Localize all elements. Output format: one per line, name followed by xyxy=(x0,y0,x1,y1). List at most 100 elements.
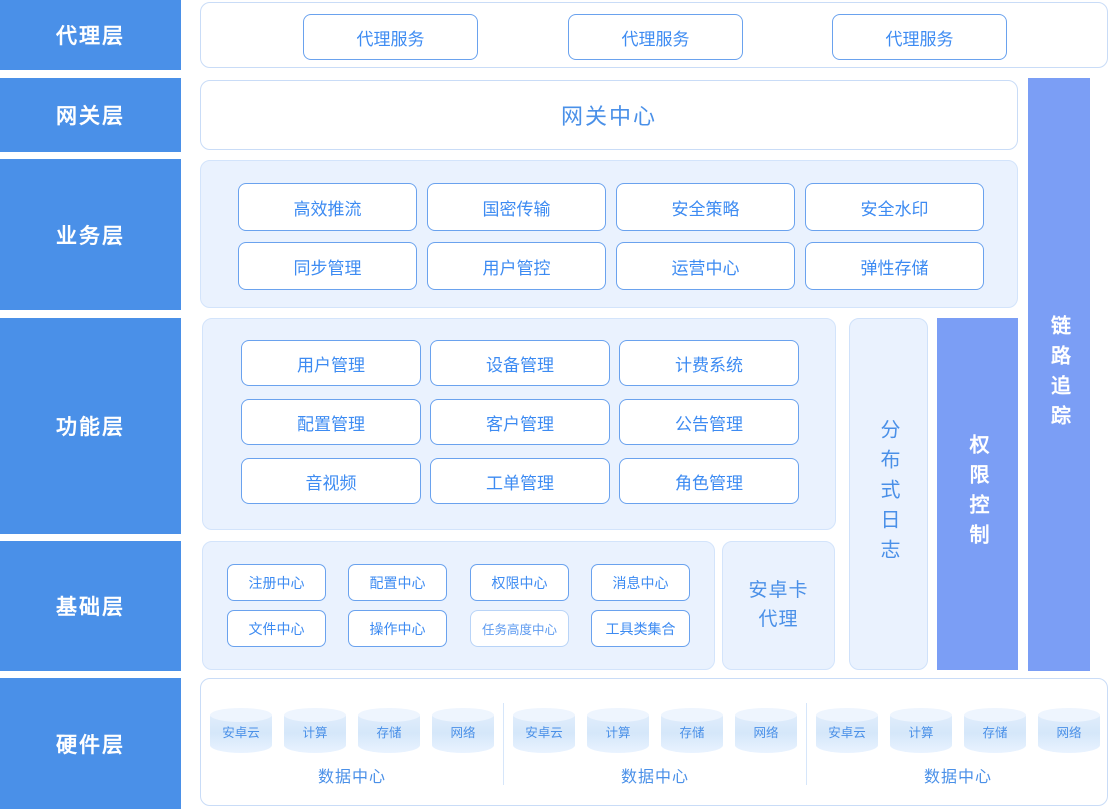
base-item-6-label: 操作中心 xyxy=(369,620,426,637)
layer-label-base: 基础层 xyxy=(0,541,181,671)
function-item-9[interactable]: 角色管理 xyxy=(619,458,799,504)
base-item-4[interactable]: 消息中心 xyxy=(591,564,690,601)
agent-service-1[interactable]: 代理服务 xyxy=(303,14,478,60)
base-item-5[interactable]: 文件中心 xyxy=(227,610,326,647)
dc2-node-4-label: 网络 xyxy=(753,725,779,740)
business-item-1-label: 高效推流 xyxy=(293,199,362,219)
layer-label-gateway-text: 网关层 xyxy=(56,105,125,128)
dc1-node-2-label: 计算 xyxy=(302,725,328,740)
base-item-8-label: 工具类集合 xyxy=(605,620,676,637)
agent-service-3[interactable]: 代理服务 xyxy=(832,14,1007,60)
business-item-5-label: 同步管理 xyxy=(293,258,362,278)
dc3-node-compute: 计算 xyxy=(890,708,952,753)
permission-control-label: 权限控制 xyxy=(966,434,988,554)
link-tracing-column: 链路追踪 xyxy=(1028,78,1090,671)
function-item-7-label: 音视频 xyxy=(305,473,357,493)
layer-label-base-text: 基础层 xyxy=(56,596,125,619)
function-item-9-label: 角色管理 xyxy=(675,473,743,493)
dc1-node-3-label: 存储 xyxy=(376,725,402,740)
dc1-node-android-cloud: 安卓云 xyxy=(210,708,272,753)
function-layer-panel: 用户管理 设备管理 计费系统 配置管理 客户管理 公告管理 音视频 工单管理 角… xyxy=(202,318,836,530)
business-item-2[interactable]: 国密传输 xyxy=(427,183,606,231)
layer-label-function: 功能层 xyxy=(0,318,181,534)
layer-label-gateway: 网关层 xyxy=(0,78,181,152)
data-center-group-3: 安卓云 计算 存储 网络 数据中心 xyxy=(807,679,1109,805)
dc3-node-3-label: 存储 xyxy=(982,725,1008,740)
data-center-3-name: 数据中心 xyxy=(923,769,992,786)
distributed-log-column: 分布式日志 xyxy=(849,318,928,670)
dc2-node-storage: 存储 xyxy=(661,708,723,753)
function-item-4[interactable]: 配置管理 xyxy=(241,399,421,445)
dc2-node-2-label: 计算 xyxy=(605,725,631,740)
business-item-4[interactable]: 安全水印 xyxy=(805,183,984,231)
layer-label-business-text: 业务层 xyxy=(56,224,125,248)
business-item-3[interactable]: 安全策略 xyxy=(616,183,795,231)
business-item-7[interactable]: 运营中心 xyxy=(616,242,795,290)
base-item-2[interactable]: 配置中心 xyxy=(348,564,447,601)
function-item-3[interactable]: 计费系统 xyxy=(619,340,799,386)
business-item-1[interactable]: 高效推流 xyxy=(238,183,417,231)
dc2-node-android-cloud: 安卓云 xyxy=(513,708,575,753)
dc3-node-storage: 存储 xyxy=(964,708,1026,753)
business-item-8-label: 弹性存储 xyxy=(860,258,929,278)
dc1-node-network: 网络 xyxy=(432,708,494,753)
function-item-1[interactable]: 用户管理 xyxy=(241,340,421,386)
base-item-3-label: 权限中心 xyxy=(491,574,548,591)
gateway-layer-panel[interactable]: 网关中心 xyxy=(200,80,1018,150)
business-item-4-label: 安全水印 xyxy=(860,199,929,219)
agent-service-2-label: 代理服务 xyxy=(621,29,690,49)
business-item-2-label: 国密传输 xyxy=(482,199,551,219)
link-tracing-label: 链路追踪 xyxy=(1047,314,1070,435)
base-item-7-label: 任务高度中心 xyxy=(481,623,557,637)
dc2-node-network: 网络 xyxy=(735,708,797,753)
agent-service-1-label: 代理服务 xyxy=(356,29,425,49)
function-item-6[interactable]: 公告管理 xyxy=(619,399,799,445)
function-item-3-label: 计费系统 xyxy=(675,355,743,375)
function-item-7[interactable]: 音视频 xyxy=(241,458,421,504)
dc3-node-1-label: 安卓云 xyxy=(828,725,866,740)
business-item-6[interactable]: 用户管控 xyxy=(427,242,606,290)
base-item-1-label: 注册中心 xyxy=(248,574,305,591)
base-item-6[interactable]: 操作中心 xyxy=(348,610,447,647)
android-card-proxy-box[interactable]: 安卓卡代理 xyxy=(722,541,835,670)
dc1-node-storage: 存储 xyxy=(358,708,420,753)
layer-label-hardware-text: 硬件层 xyxy=(56,733,125,757)
function-item-5-label: 客户管理 xyxy=(486,414,554,434)
base-item-1[interactable]: 注册中心 xyxy=(227,564,326,601)
data-center-3-nodes: 安卓云 计算 存储 网络 xyxy=(807,708,1109,753)
base-item-7[interactable]: 任务高度中心 xyxy=(470,610,569,647)
dc2-node-compute: 计算 xyxy=(587,708,649,753)
function-item-8[interactable]: 工单管理 xyxy=(430,458,610,504)
dc3-node-android-cloud: 安卓云 xyxy=(816,708,878,753)
function-item-6-label: 公告管理 xyxy=(675,414,743,434)
business-item-5[interactable]: 同步管理 xyxy=(238,242,417,290)
base-item-8[interactable]: 工具类集合 xyxy=(591,610,690,647)
function-item-2[interactable]: 设备管理 xyxy=(430,340,610,386)
business-item-6-label: 用户管控 xyxy=(482,258,551,278)
business-item-8[interactable]: 弹性存储 xyxy=(805,242,984,290)
permission-control-column: 权限控制 xyxy=(937,318,1018,670)
base-item-2-label: 配置中心 xyxy=(369,574,426,591)
dc1-node-compute: 计算 xyxy=(284,708,346,753)
base-item-5-label: 文件中心 xyxy=(248,620,305,637)
function-item-1-label: 用户管理 xyxy=(297,355,365,375)
function-item-5[interactable]: 客户管理 xyxy=(430,399,610,445)
layer-label-business: 业务层 xyxy=(0,159,181,310)
dc3-node-2-label: 计算 xyxy=(908,725,934,740)
base-layer-panel: 注册中心 配置中心 权限中心 消息中心 文件中心 操作中心 任务高度中心 工具类… xyxy=(202,541,715,670)
base-item-3[interactable]: 权限中心 xyxy=(470,564,569,601)
gateway-center-label: 网关中心 xyxy=(560,104,657,129)
data-center-1-name: 数据中心 xyxy=(317,769,386,786)
data-center-group-2: 安卓云 计算 存储 网络 数据中心 xyxy=(504,679,806,805)
dc1-node-4-label: 网络 xyxy=(450,725,476,740)
function-item-2-label: 设备管理 xyxy=(486,355,554,375)
dc3-node-4-label: 网络 xyxy=(1056,725,1082,740)
agent-service-2[interactable]: 代理服务 xyxy=(568,14,743,60)
hardware-layer-panel: 安卓云 计算 存储 网络 数据中心 安卓云 计算 存储 网络 xyxy=(200,678,1108,806)
dc3-node-network: 网络 xyxy=(1038,708,1100,753)
function-item-8-label: 工单管理 xyxy=(486,473,554,493)
agent-service-3-label: 代理服务 xyxy=(885,29,954,49)
data-center-1-nodes: 安卓云 计算 存储 网络 xyxy=(201,708,503,753)
data-center-divider-1 xyxy=(503,703,504,785)
layer-label-hardware: 硬件层 xyxy=(0,678,181,809)
